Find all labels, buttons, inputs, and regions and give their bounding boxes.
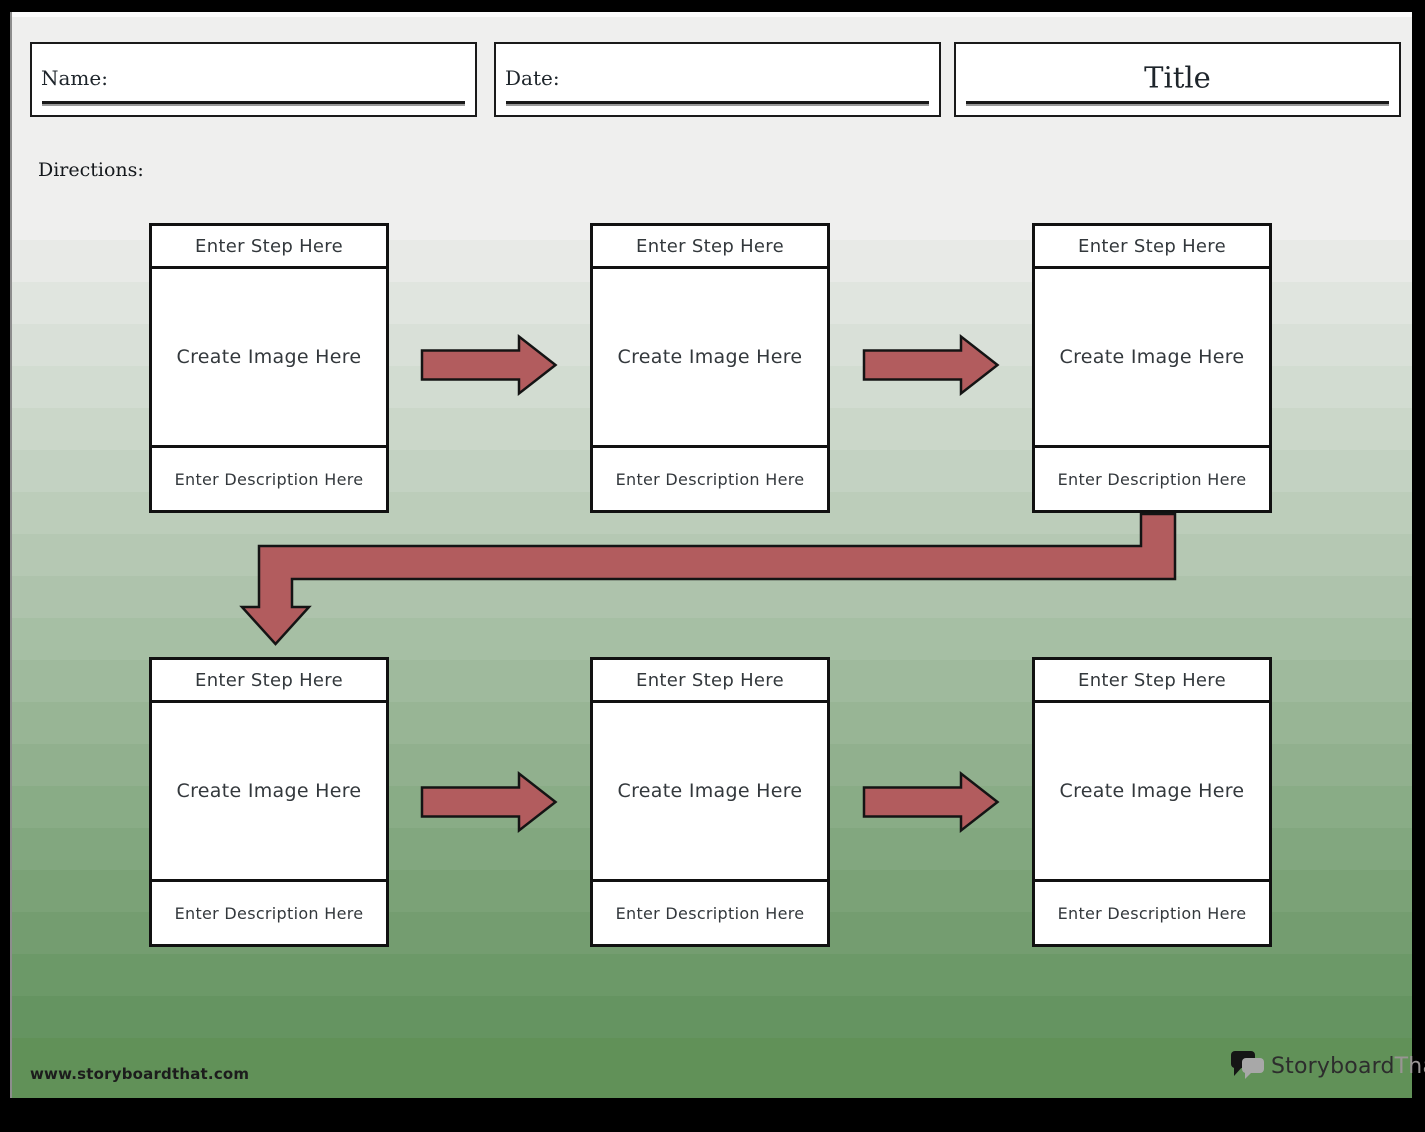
arrow-right-icon[interactable] [420,333,559,397]
step-image-cell[interactable]: Create Image Here [617,780,803,802]
arrow-wrap-down-icon[interactable] [238,510,1182,664]
step-title-cell[interactable]: Enter Step Here [152,226,386,269]
worksheet-page: Name: Date: Title Directions: Enter Step… [10,12,1425,1098]
step-description-cell[interactable]: Enter Description Here [152,879,386,944]
date-label: Date: [505,65,560,90]
step-title-cell[interactable]: Enter Step Here [1035,226,1269,269]
title-underline [966,101,1389,104]
step-box-6[interactable]: Enter Step Here Create Image Here Enter … [1032,657,1272,947]
directions-label: Directions: [38,159,144,181]
step-description-cell[interactable]: Enter Description Here [1035,879,1269,944]
step-image-cell[interactable]: Create Image Here [617,346,803,368]
step-description-cell[interactable]: Enter Description Here [152,445,386,510]
date-box[interactable]: Date: [494,42,941,117]
step-image-cell[interactable]: Create Image Here [1059,346,1245,368]
storyboardthat-logo: StoryboardThat [1230,1050,1425,1083]
step-description-cell[interactable]: Enter Description Here [1035,445,1269,510]
speech-bubbles-icon [1231,1051,1264,1079]
step-title-cell[interactable]: Enter Step Here [1035,660,1269,703]
footer-url: www.storyboardthat.com [30,1065,250,1083]
step-title-cell[interactable]: Enter Step Here [593,660,827,703]
step-box-2[interactable]: Enter Step Here Create Image Here Enter … [590,223,830,513]
step-box-3[interactable]: Enter Step Here Create Image Here Enter … [1032,223,1272,513]
logo-text-gray: That [1394,1054,1425,1079]
step-description-cell[interactable]: Enter Description Here [593,445,827,510]
step-box-1[interactable]: Enter Step Here Create Image Here Enter … [149,223,389,513]
logo-text: StoryboardThat [1271,1054,1425,1079]
step-image-cell[interactable]: Create Image Here [176,346,362,368]
step-title-cell[interactable]: Enter Step Here [152,660,386,703]
arrow-right-icon[interactable] [862,770,1001,834]
step-box-5[interactable]: Enter Step Here Create Image Here Enter … [590,657,830,947]
logo-text-dark: Storyboard [1271,1054,1395,1079]
name-underline [42,101,465,104]
step-image-cell[interactable]: Create Image Here [1059,780,1245,802]
title-label: Title [1144,59,1211,94]
step-image-cell[interactable]: Create Image Here [176,780,362,802]
title-box[interactable]: Title [954,42,1401,117]
name-label: Name: [41,65,108,90]
name-box[interactable]: Name: [30,42,477,117]
arrow-right-icon[interactable] [862,333,1001,397]
arrow-right-icon[interactable] [420,770,559,834]
date-underline [506,101,929,104]
step-description-cell[interactable]: Enter Description Here [593,879,827,944]
step-title-cell[interactable]: Enter Step Here [593,226,827,269]
step-box-4[interactable]: Enter Step Here Create Image Here Enter … [149,657,389,947]
